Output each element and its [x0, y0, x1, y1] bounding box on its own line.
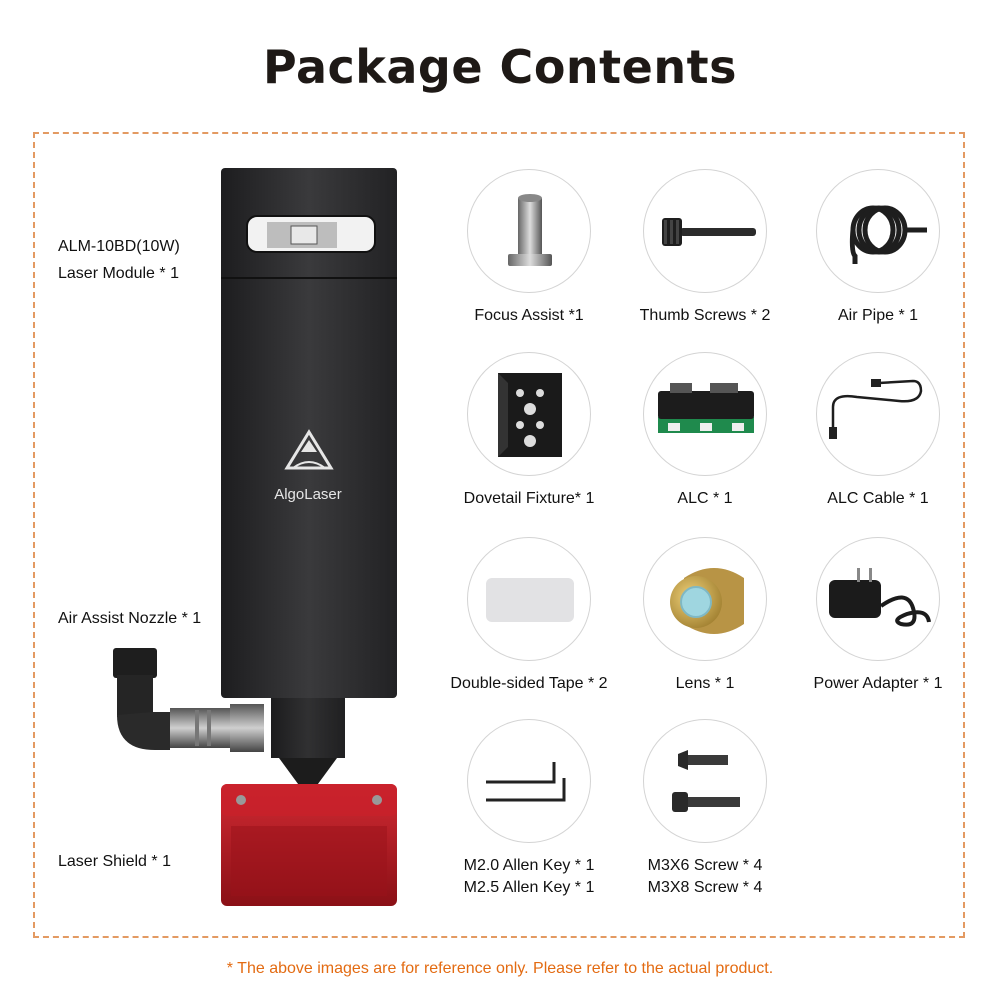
nozzle-label: Air Assist Nozzle * 1 [58, 610, 202, 627]
module-label-line1: ALM-10BD(10W) [58, 238, 180, 255]
module-label-line2: Laser Module * 1 [58, 265, 179, 282]
tape-caption: Double-sided Tape * 2 [450, 675, 608, 692]
focus-assist-circle [467, 169, 591, 293]
alc-cable-caption: ALC Cable * 1 [827, 490, 929, 507]
allen-key-caption-1: M2.0 Allen Key * 1 [463, 857, 595, 874]
air-assist-nozzle [113, 648, 264, 752]
screw-caption: M3X6 Screw * 4 M3X8 Screw * 4 [605, 855, 805, 899]
tape-circle [467, 537, 591, 661]
air-pipe-caption: Air Pipe * 1 [837, 307, 919, 324]
allen-key-caption-2: M2.5 Allen Key * 1 [463, 879, 595, 896]
dovetail-fixture-icon [498, 373, 562, 457]
footnote: * The above images are for reference onl… [226, 960, 774, 977]
alc-board-circle [643, 352, 767, 476]
lens-caption: Lens * 1 [675, 675, 735, 692]
lens-icon [670, 568, 744, 634]
dovetail-fixture-caption: Dovetail Fixture* 1 [463, 490, 595, 507]
contents-frame [33, 132, 965, 938]
allen-key-icon [486, 762, 566, 802]
air-pipe-icon [849, 205, 927, 264]
page-title: Package Contents [263, 40, 737, 94]
thumb-screw-icon [662, 218, 756, 246]
lens-circle [643, 537, 767, 661]
allen-key-circle [467, 719, 591, 843]
thumb-screw-caption: Thumb Screws * 2 [639, 307, 771, 324]
tape-icon [486, 578, 574, 622]
air-pipe-circle [816, 169, 940, 293]
algolaser-logo-icon [284, 429, 334, 470]
power-adapter-icon [829, 568, 931, 627]
thumb-screw-circle [643, 169, 767, 293]
focus-assist-caption: Focus Assist *1 [474, 307, 584, 324]
alc-board-icon [658, 383, 754, 433]
screw-caption-2: M3X8 Screw * 4 [647, 879, 763, 896]
screw-caption-1: M3X6 Screw * 4 [647, 857, 763, 874]
screw-circle [643, 719, 767, 843]
laser-shield [221, 784, 397, 906]
allen-key-caption: M2.0 Allen Key * 1 M2.5 Allen Key * 1 [429, 855, 629, 899]
shield-label: Laser Shield * 1 [58, 853, 171, 870]
power-adapter-caption: Power Adapter * 1 [813, 675, 943, 692]
dovetail-fixture-circle [467, 352, 591, 476]
alc-caption: ALC * 1 [677, 490, 733, 507]
power-adapter-circle [816, 537, 940, 661]
screw-icon [672, 750, 740, 812]
laser-module-illustration: AlgoLaser [113, 168, 397, 906]
focus-assist-icon [508, 194, 552, 266]
alc-cable-circle [816, 352, 940, 476]
alc-cable-icon [829, 379, 923, 439]
brand-text: AlgoLaser [274, 486, 342, 503]
